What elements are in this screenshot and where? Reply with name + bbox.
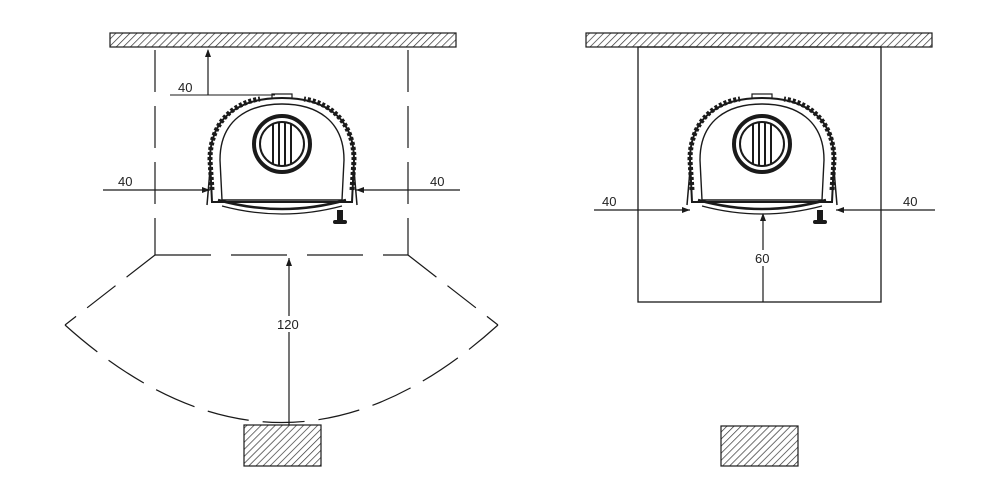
left-floor-block-hatch bbox=[243, 424, 322, 467]
left-wall-hatch bbox=[109, 32, 457, 48]
left-top-clearance-label: 40 bbox=[178, 80, 192, 95]
left-swing-arc bbox=[64, 324, 499, 424]
right-clearance-box bbox=[637, 46, 882, 303]
left-stove-symbol bbox=[207, 94, 357, 224]
right-wall-hatch bbox=[585, 32, 933, 48]
right-left-clearance-label: 40 bbox=[602, 194, 616, 209]
left-front-clearance-label: 120 bbox=[277, 317, 299, 332]
right-front-clearance-label: 60 bbox=[755, 251, 769, 266]
right-floor-block-hatch bbox=[720, 425, 799, 467]
right-view: 40 40 60 bbox=[585, 32, 935, 467]
left-right-clearance-label: 40 bbox=[430, 174, 444, 189]
left-swing-line-left bbox=[64, 254, 156, 326]
right-stove-symbol bbox=[687, 94, 837, 224]
left-left-clearance-label: 40 bbox=[118, 174, 132, 189]
left-view: 40 40 40 120 bbox=[64, 32, 499, 467]
right-right-clearance-label: 40 bbox=[903, 194, 917, 209]
left-swing-line-right bbox=[407, 254, 499, 326]
